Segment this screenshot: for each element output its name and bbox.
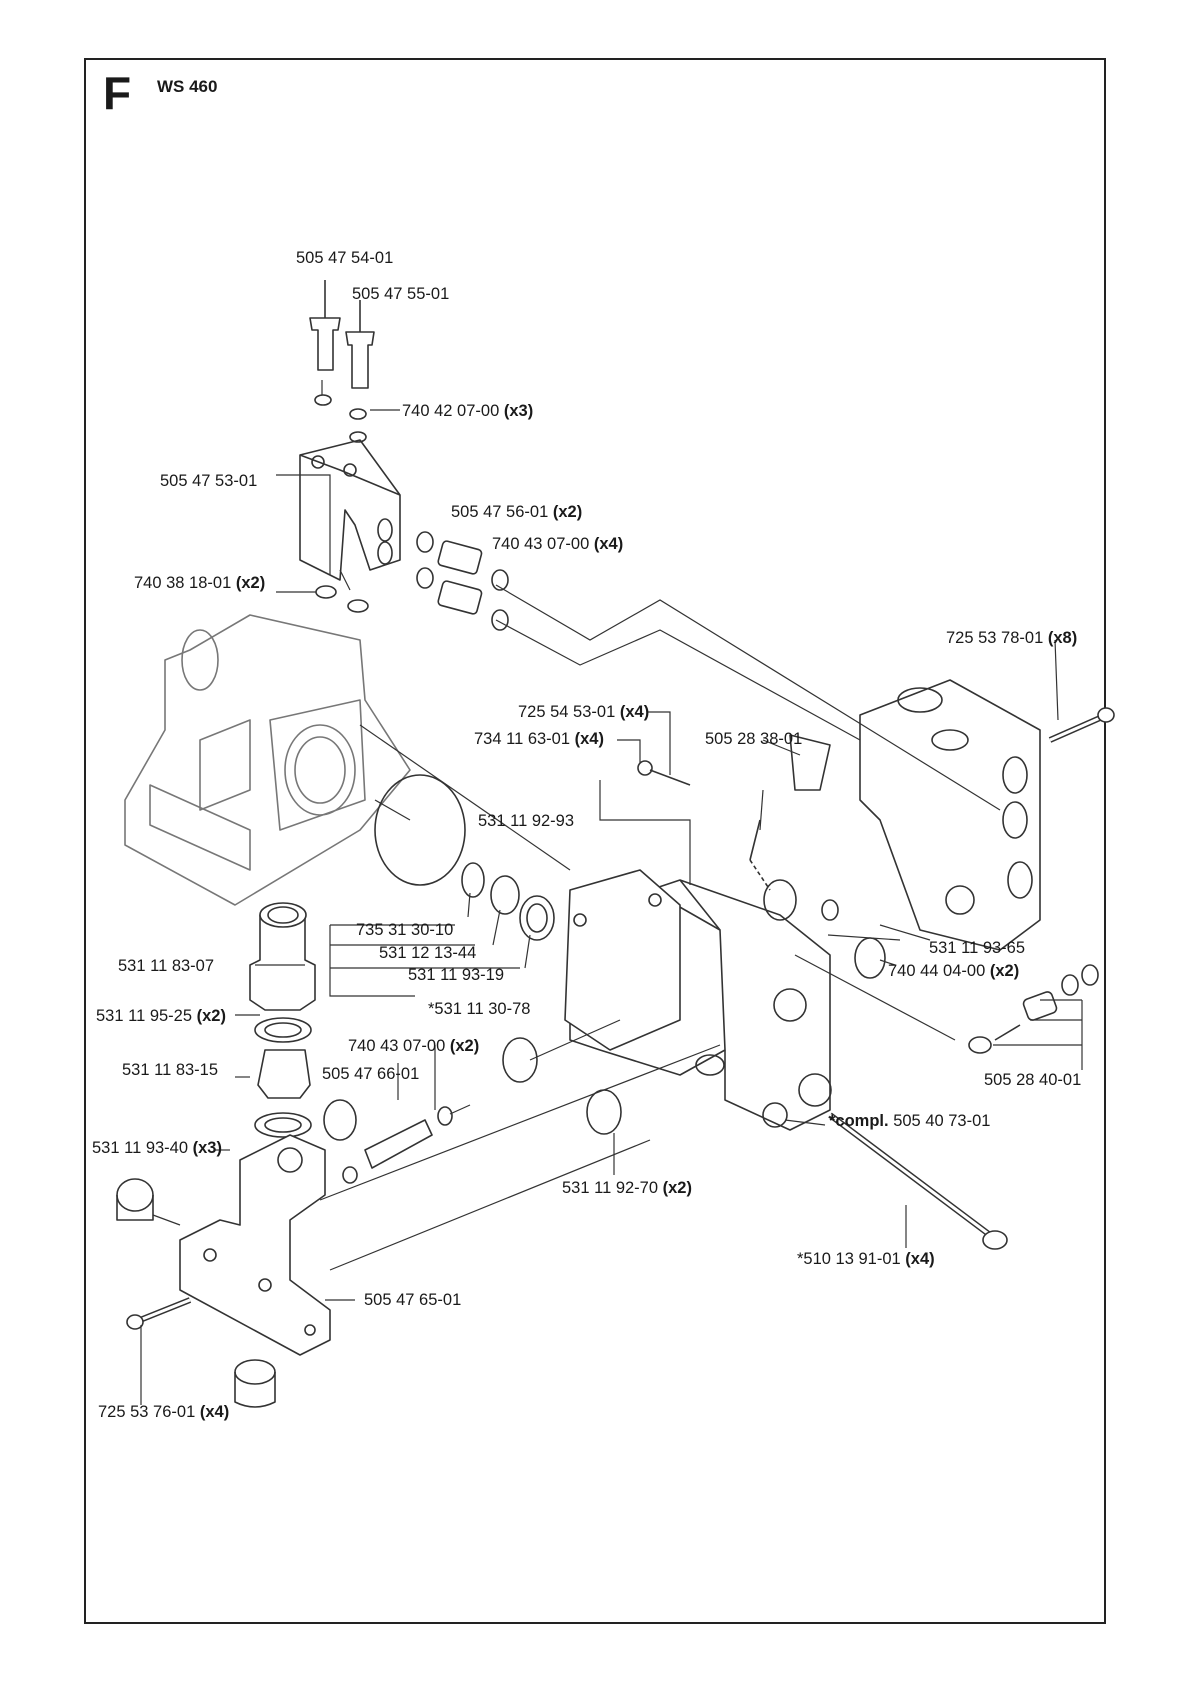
part-label-531-11-83-15: 531 11 83-15 <box>122 1061 219 1079</box>
part-label-505-47-66-01: 505 47 66-01 <box>322 1065 420 1083</box>
fittings-right <box>968 964 1099 1054</box>
adapter-flange <box>564 869 681 1051</box>
fitting-stack-left <box>249 902 316 1138</box>
part-label-740-43-07-00: 740 43 07-00 (x4) <box>492 535 624 553</box>
part-label-740-43-07-00-x2: 740 43 07-00 (x2) <box>348 1037 480 1055</box>
valve-block-top <box>299 439 401 581</box>
part-label-531-11-93-19: 531 11 93-19 <box>408 966 505 984</box>
part-label-505-47-65-01: 505 47 65-01 <box>364 1291 462 1309</box>
valve-block-right <box>859 679 1041 951</box>
part-label-735-31-30-10: 735 31 30-10 <box>356 921 454 939</box>
gearbox-housing <box>124 614 411 906</box>
part-label-725-53-76-01: 725 53 76-01 (x4) <box>98 1403 230 1421</box>
part-label-531-11-92-70: 531 11 92-70 (x2) <box>562 1179 692 1197</box>
bolt-725-53-78 <box>1048 707 1115 743</box>
part-label-505-28-38-01: 505 28 38-01 <box>705 730 803 748</box>
part-label-505-47-55-01: 505 47 55-01 <box>352 285 450 303</box>
part-label-505-47-53-01: 505 47 53-01 <box>160 472 258 490</box>
part-label-531-11-95-25: 531 11 95-25 (x2) <box>96 1007 226 1025</box>
part-label-505-28-40-01: 505 28 40-01 <box>984 1071 1082 1089</box>
plug-bottom <box>234 1359 276 1408</box>
part-label-505-47-54-01: 505 47 54-01 <box>296 249 394 267</box>
page-frame <box>84 58 1106 1624</box>
valve-pin-bottom <box>323 1099 453 1184</box>
pin-2 <box>345 300 375 389</box>
part-label-531-11-83-07: 531 11 83-07 <box>118 957 215 975</box>
part-label-740-44-04-00: 740 44 04-00 (x2) <box>888 962 1020 980</box>
model-title: WS 460 <box>157 77 218 96</box>
part-label-505-47-56-01: 505 47 56-01 (x2) <box>451 503 583 521</box>
part-label-740-38-18-01: 740 38 18-01 (x2) <box>134 574 266 592</box>
fittings-top <box>416 531 509 631</box>
part-label-531-11-93-65: 531 11 93-65 <box>929 939 1026 957</box>
part-label-compl-505-40-73-01: *compl. 505 40 73-01 <box>829 1112 991 1130</box>
part-label-510-13-91-01: *510 13 91-01 (x4) <box>797 1250 935 1268</box>
part-label-725-54-53-01: 725 54 53-01 (x4) <box>518 703 650 721</box>
part-label-531-11-30-78: *531 11 30-78 <box>428 1000 531 1018</box>
part-label-531-11-92-93: 531 11 92-93 <box>478 812 575 830</box>
plug-left <box>116 1178 154 1221</box>
part-label-531-12-13-44: 531 12 13-44 <box>379 944 477 962</box>
o-ring-large <box>374 774 466 886</box>
part-label-734-11-63-01: 734 11 63-01 (x4) <box>474 730 604 748</box>
bolt-725-53-76 <box>126 1297 192 1330</box>
part-label-531-11-93-40: 531 11 93-40 (x3) <box>92 1139 222 1157</box>
manifold-bottom <box>179 1134 331 1356</box>
part-label-725-53-78-01: 725 53 78-01 (x8) <box>946 629 1078 647</box>
relief-valve <box>749 734 831 891</box>
screw-725-54-53 <box>649 769 691 786</box>
section-letter: F <box>103 67 132 119</box>
pin-1 <box>309 280 341 371</box>
part-label-740-42-07-00: 740 42 07-00 (x3) <box>402 402 534 420</box>
long-bolt <box>828 1112 1008 1250</box>
